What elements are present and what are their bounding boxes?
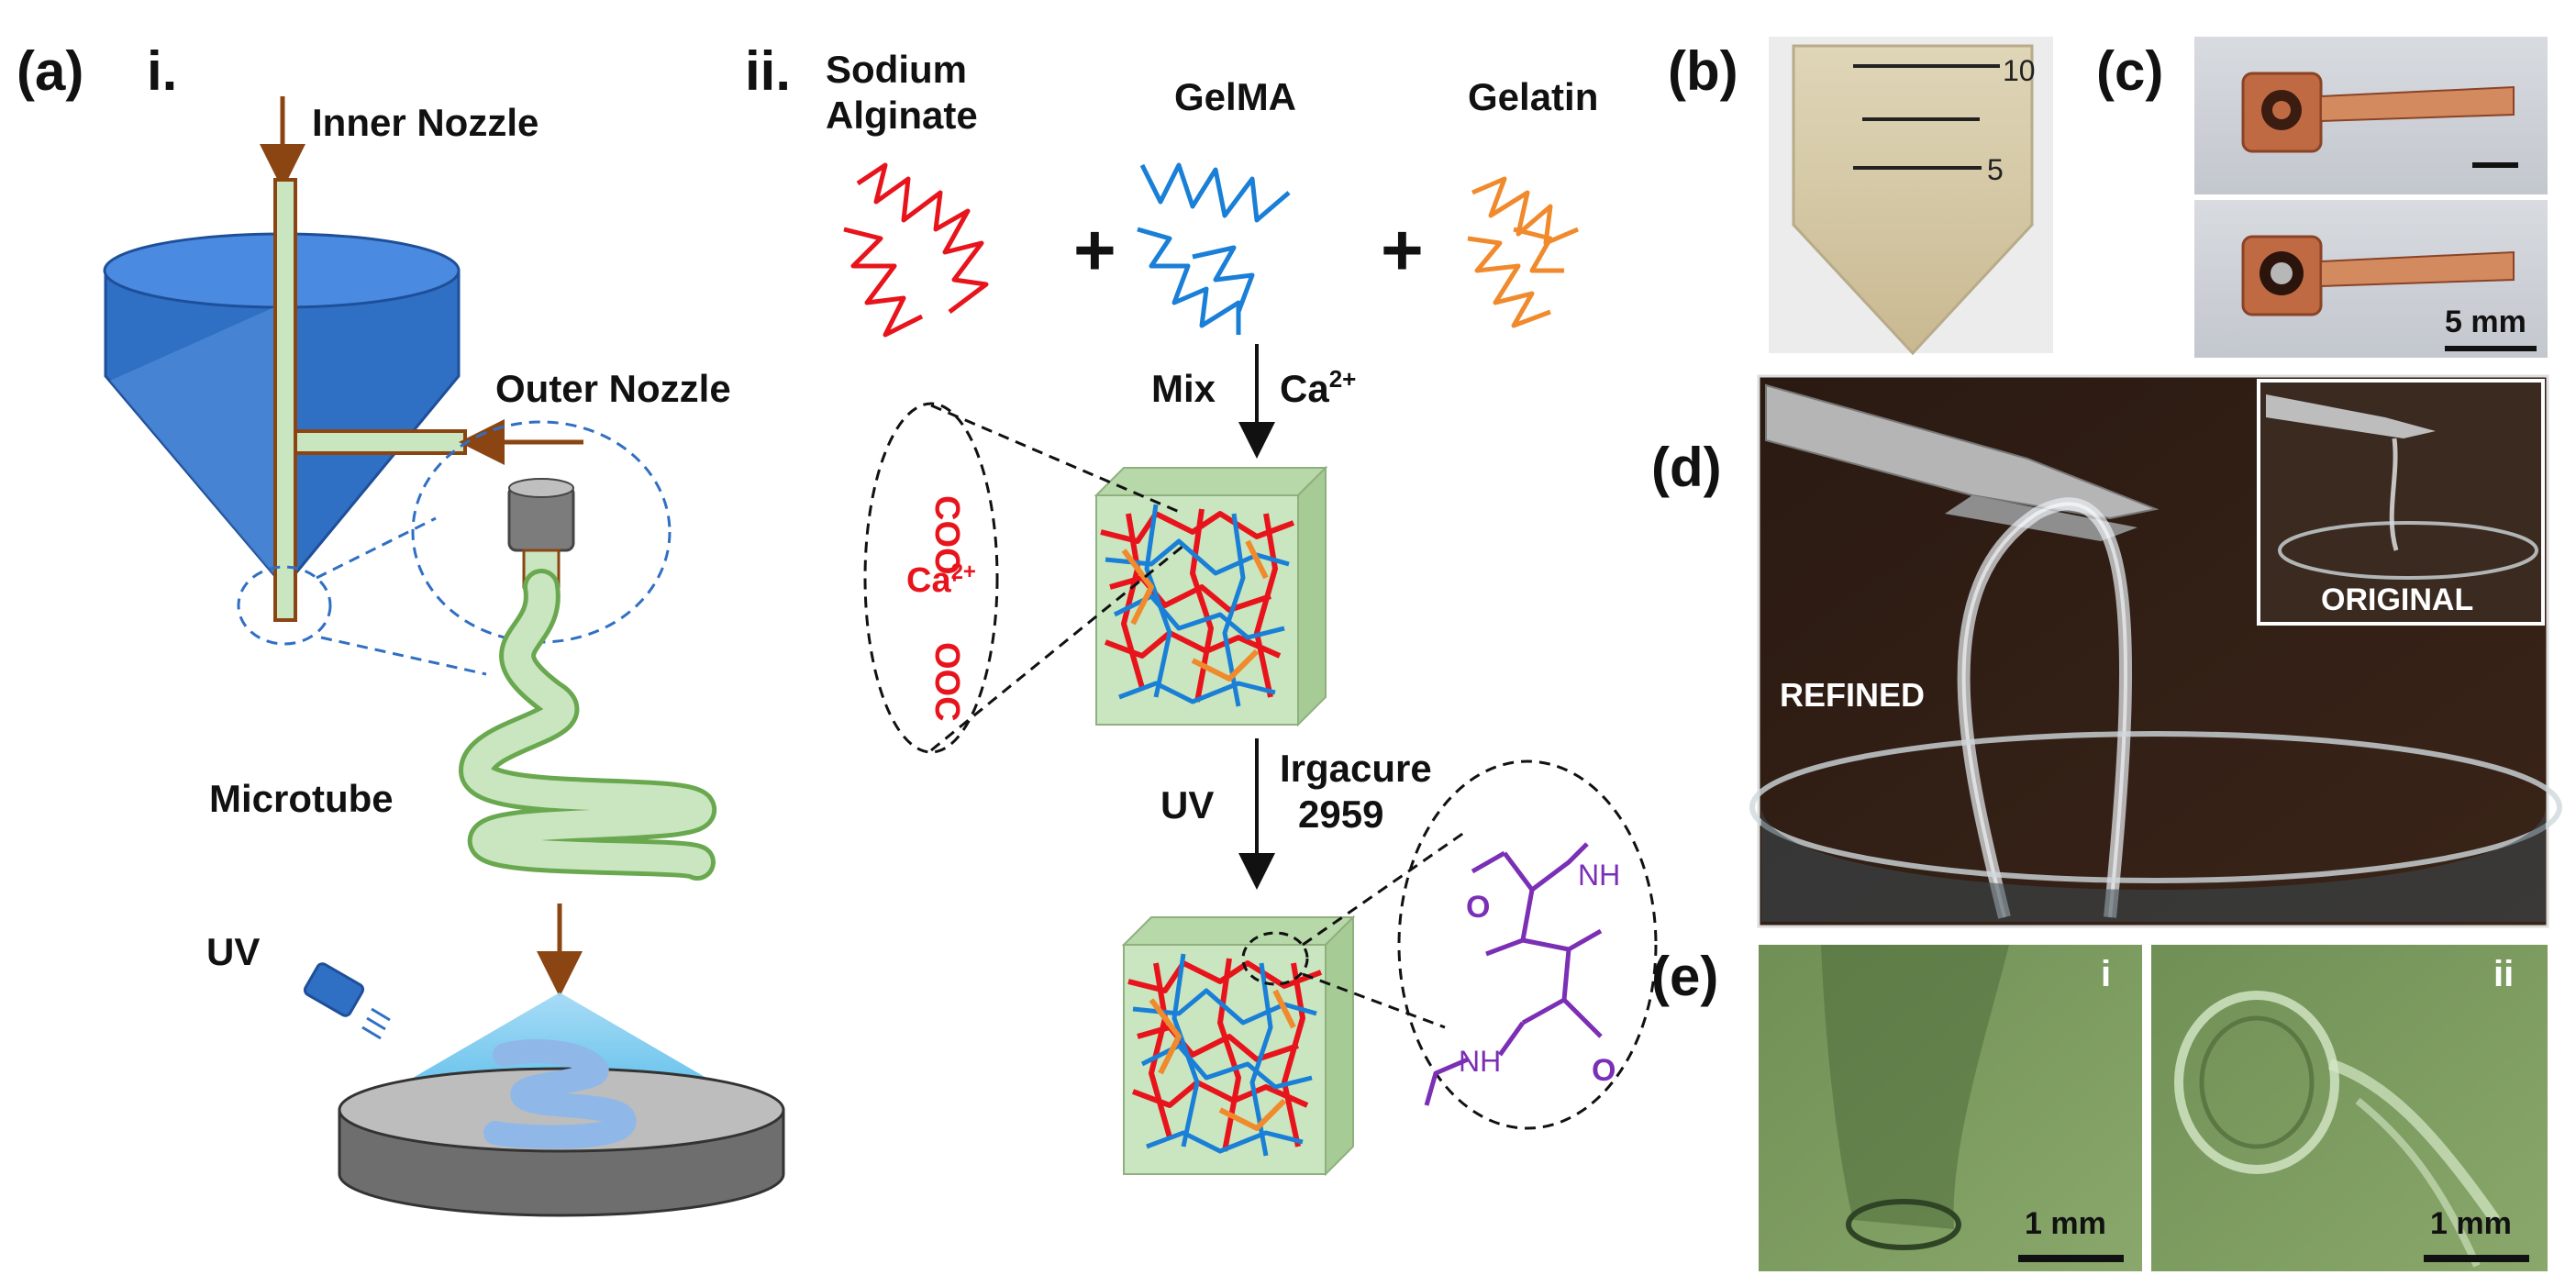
uv-sample-microtube [483, 1038, 637, 1149]
ooc-group-label: OOC [927, 642, 966, 722]
panel-label-b: (b) [1668, 40, 1738, 102]
gelatin-label: Gelatin [1468, 75, 1598, 118]
tube-body-e-ii [2328, 1059, 2500, 1224]
tube-ring-inner-e-ii [2199, 1015, 2315, 1149]
tube-opening-e-i [1846, 1199, 1961, 1250]
nozzle-tip-top [508, 478, 574, 498]
tube-mark-10-label: 10 [2003, 54, 2036, 87]
ionic-zoom-ellipse [863, 402, 999, 754]
micrograph-e-i-label: i [2101, 954, 2111, 994]
tube-mark-5-label: 5 [1987, 153, 2004, 186]
copper-nozzle-bottom [2241, 235, 2515, 316]
uv-lamp-icon [303, 962, 391, 1040]
ionic-gel-cube [1094, 465, 1328, 727]
sodium-alginate-label-line1: Sodium [826, 48, 967, 91]
tube-body-e-ii-2 [2355, 1097, 2481, 1268]
plus-sign-2: + [1381, 209, 1424, 291]
refined-microtube-highlight [1961, 502, 2128, 918]
micrograph-e-ii-label: ii [2493, 954, 2514, 994]
scale-bar-c-label: 5 mm [2445, 305, 2526, 339]
zoom-line-bottom [320, 636, 487, 676]
alginate-polymer-icon [843, 162, 989, 338]
carbonyl-o-top: O [1466, 890, 1490, 925]
beaker-body [1761, 807, 2546, 922]
panel-label-a-ii: ii. [745, 40, 791, 102]
ionic-zoom-line-top [930, 404, 1184, 516]
micrograph-e-ii [2151, 945, 2548, 1271]
methacrylamide-crosslink-structure [1424, 842, 1603, 1106]
panel-a-ii-chemistry: ii. Sodium Alginate GelMA Gelatin + + Mi… [745, 40, 1658, 1177]
panel-label-a-i: i. [147, 40, 177, 102]
panel-c-nozzle-photos: (c) 5 mm [2096, 37, 2548, 358]
inset-tweezers [2266, 394, 2436, 438]
outer-nozzle-tube [294, 429, 467, 455]
uv-crosslink-label: UV [1160, 783, 1214, 826]
sodium-alginate-label-line2: Alginate [826, 94, 978, 137]
panel-d-photo: (d) REFINED ORIGINAL [1651, 374, 2562, 928]
microtube [463, 573, 713, 876]
scale-bar-e-i-label: 1 mm [2025, 1206, 2106, 1241]
gelma-polymer-icon [1137, 162, 1291, 335]
mix-label: Mix [1151, 367, 1216, 410]
zoom-circle-small [237, 565, 332, 646]
panel-label-d: (d) [1651, 437, 1722, 498]
covalent-zoom-line-bottom [1302, 972, 1446, 1029]
irgacure-label-line2: 2959 [1298, 793, 1383, 836]
ca-ion-label: Ca2+ [906, 560, 976, 600]
panel-label-a: (a) [17, 40, 83, 102]
tube-wall-e-i [1821, 945, 2009, 1229]
irgacure-label-line1: Irgacure [1280, 747, 1432, 790]
tube-photo-liquid [1792, 44, 2034, 356]
crosslinked-gel-cube [1121, 915, 1356, 1177]
panel-label-c: (c) [2096, 40, 2163, 102]
original-stream [2389, 438, 2399, 551]
uv-label: UV [206, 930, 260, 973]
nozzle-cone-highlight [110, 303, 284, 587]
panel-e-micrographs: (e) i 1 mm ii 1 mm [1651, 945, 2548, 1271]
inset-beaker-rim [2278, 521, 2538, 580]
carbonyl-o-bottom: O [1592, 1053, 1616, 1088]
outer-nozzle-label: Outer Nozzle [495, 367, 731, 410]
panel-label-e: (e) [1651, 946, 1718, 1007]
copper-nozzle-top [2241, 72, 2515, 153]
panel-a-i-nozzle-schematic: (a) i. Inner Nozzle Outer Nozzle Microtu… [17, 40, 785, 1217]
zoom-line-top [316, 516, 437, 580]
inner-nozzle-tube [273, 178, 297, 622]
gelma-label: GelMA [1174, 75, 1296, 118]
gelatin-polymer-icon [1467, 176, 1579, 328]
scale-bar-e-ii-label: 1 mm [2430, 1206, 2512, 1241]
covalent-zoom-circle-small [1241, 931, 1309, 986]
covalent-zoom-ellipse [1397, 759, 1658, 1130]
ca-label-mix: Ca2+ [1280, 365, 1356, 410]
inner-nozzle-label: Inner Nozzle [312, 101, 539, 144]
beaker-rim [1749, 731, 2562, 883]
plus-sign-1: + [1073, 209, 1116, 291]
tube-ring-e-ii [2174, 991, 2339, 1174]
coo-group-label: COO- [927, 495, 968, 582]
covalent-zoom-line-top [1302, 828, 1469, 947]
microtube-label: Microtube [209, 777, 394, 820]
nh-label-top: NH [1578, 859, 1620, 892]
tweezers [1765, 383, 2160, 520]
nh-label-bottom: NH [1459, 1045, 1501, 1078]
panel-b-photo: (b) 10 5 [1668, 37, 2053, 356]
original-label: ORIGINAL [2321, 582, 2473, 617]
refined-label: REFINED [1780, 676, 1925, 714]
